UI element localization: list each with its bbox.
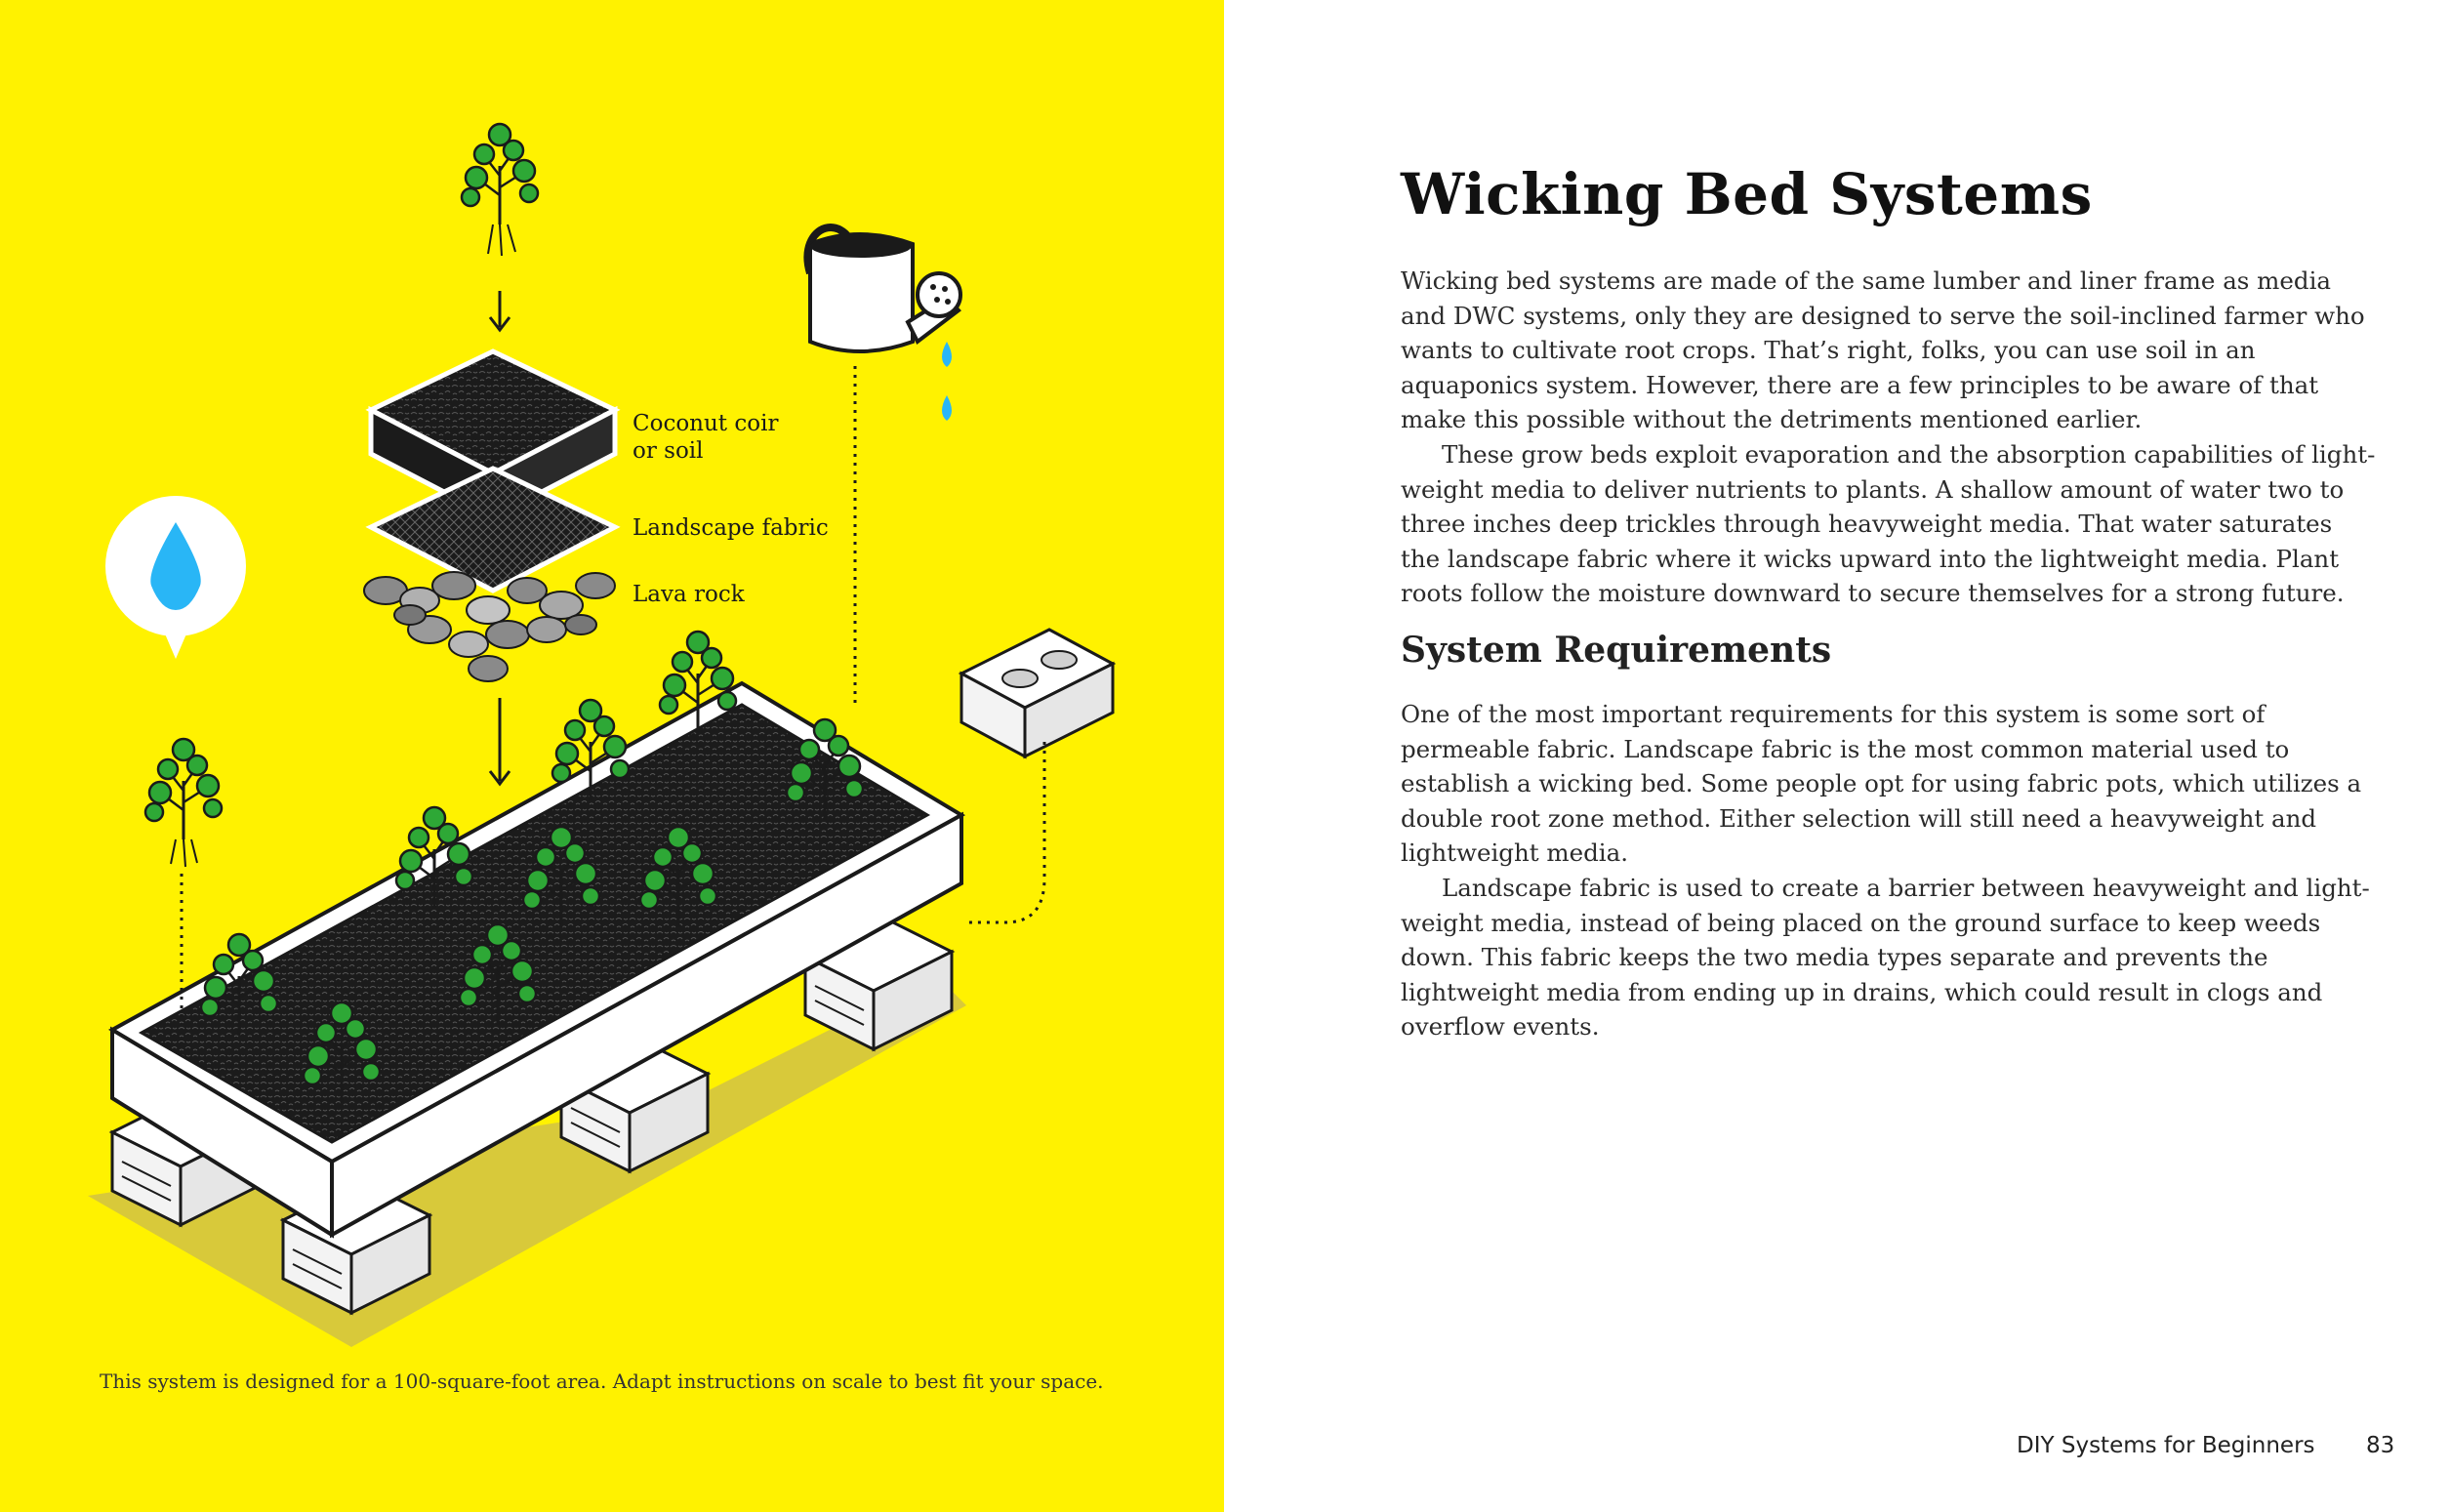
label-coconut-coir-line2: or soil [633, 438, 704, 464]
left-plant-roots [170, 838, 198, 868]
wicking-bed-illustration [88, 122, 1117, 1347]
intro-body: Wicking bed systems are made of the same… [1401, 264, 2377, 611]
top-plant-roots [487, 224, 516, 257]
watering-can-icon [803, 224, 962, 353]
water-drop-bubble-icon [105, 496, 246, 659]
plant-loose-left [143, 737, 224, 841]
section-title: System Requirements [1401, 630, 1832, 671]
page-number: 83 [2366, 1433, 2395, 1458]
water-drop-small-2 [942, 395, 952, 421]
grow-bed-soil [138, 703, 931, 1144]
label-coconut-coir: Coconut coir or soil [633, 410, 778, 465]
label-landscape-fabric: Landscape fabric [633, 515, 829, 541]
illustration-caption: This system is designed for a 100-square… [100, 1369, 1104, 1393]
illustration-panel: Coconut coir or soil Landscape fabric La… [0, 0, 1224, 1512]
intro-paragraph-1: Wicking bed systems are made of the same… [1401, 266, 2365, 434]
arrow-down-top [488, 291, 511, 333]
section-paragraph-1: One of the most important requirements f… [1401, 700, 2362, 868]
lava-rock-layer [363, 571, 616, 682]
water-drop-small-1 [942, 342, 952, 367]
arrow-down-bed [488, 698, 511, 787]
page-title: Wicking Bed Systems [1401, 161, 2093, 227]
intro-paragraph-2: These grow beds exploit evaporation and … [1401, 439, 2376, 608]
grow-bed-side-wall [330, 811, 963, 1239]
plant-top [460, 122, 540, 226]
text-page: Wicking Bed Systems Wicking bed systems … [1224, 0, 2450, 1512]
running-title: DIY Systems for Beginners [2017, 1433, 2315, 1458]
cinder-block-loose [958, 628, 1117, 759]
fabric-layer [365, 466, 621, 593]
label-lava-rock: Lava rock [633, 582, 745, 607]
block-dotted-line [966, 742, 1046, 924]
label-coconut-coir-line1: Coconut coir [633, 411, 779, 436]
section-body: One of the most important requirements f… [1401, 697, 2377, 1044]
section-paragraph-2: Landscape fabric is used to create a bar… [1401, 873, 2370, 1042]
